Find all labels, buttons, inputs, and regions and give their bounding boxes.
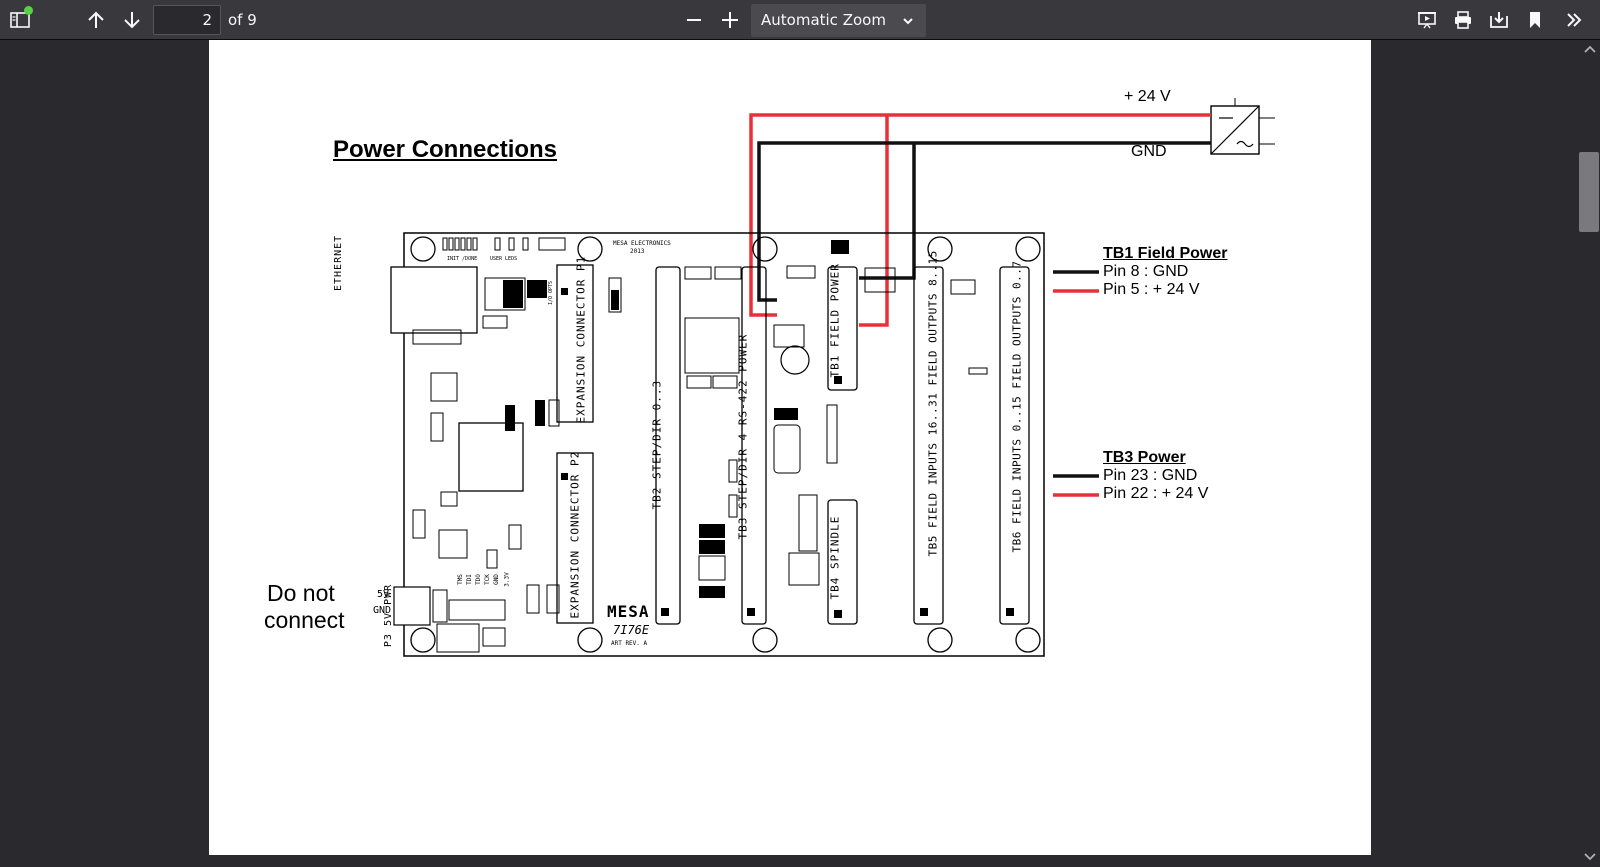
label-tb5: TB5 FIELD INPUTS 16..31 FIELD OUTPUTS 8.… <box>926 250 940 557</box>
arrow-up-icon <box>88 11 104 28</box>
scrollbar-thumb[interactable] <box>1579 152 1599 232</box>
label-p3-5v: 5V <box>377 589 390 600</box>
wire-ground-tb3 <box>757 141 1211 302</box>
supply-ground-label: GND <box>1131 143 1167 160</box>
double-chevron-right-icon <box>1567 13 1582 27</box>
tb3-pin-pos: Pin 22 : + 24 V <box>1103 485 1209 502</box>
label-art-rev: ART REV. A <box>611 640 648 647</box>
sidebar-toggle-button[interactable] <box>4 4 36 36</box>
power-supply-symbol <box>1210 98 1275 155</box>
chevron-down-icon <box>903 18 913 25</box>
label-maker: MESA ELECTRONICS <box>613 240 671 247</box>
previous-page-button[interactable] <box>80 4 112 36</box>
jtag-label: TDI <box>465 574 473 585</box>
jtag-label: GND <box>492 574 500 585</box>
jtag-label: 3.3V <box>503 572 511 587</box>
label-tb4: TB4 SPINDLE <box>828 515 842 600</box>
label-model: 7I76E <box>613 623 650 637</box>
tb1-heading: TB1 Field Power <box>1103 245 1228 262</box>
presentation-mode-button[interactable] <box>1411 4 1443 36</box>
pdf-viewer[interactable]: Power Connections <box>0 40 1600 867</box>
label-tb2: TB2 STEP/DIR 0..3 <box>650 379 664 510</box>
jtag-label: TDO <box>474 574 482 585</box>
label-user-leds: USER LEDS <box>490 256 518 262</box>
page-count-label: of 9 <box>228 11 257 29</box>
presentation-icon <box>1418 12 1436 29</box>
next-page-button[interactable] <box>116 4 148 36</box>
do-not-connect-line1: Do not <box>267 580 335 606</box>
notification-dot <box>24 6 33 15</box>
printer-icon <box>1455 11 1471 29</box>
supply-positive-label: + 24 V <box>1124 88 1171 105</box>
sidebar-toggle-icon <box>10 12 30 28</box>
do-not-connect-line2: connect <box>264 607 345 633</box>
tb3-pin-gnd: Pin 23 : GND <box>1103 467 1198 484</box>
zoom-out-button[interactable] <box>678 4 710 36</box>
plus-icon <box>722 12 738 28</box>
vertical-scrollbar[interactable] <box>1578 40 1600 867</box>
label-tb6: TB6 FIELD INPUTS 0..15 FIELD OUTPUTS 0..… <box>1010 260 1024 553</box>
label-year: 2013 <box>630 248 645 255</box>
zoom-in-button[interactable] <box>714 4 746 36</box>
label-tb3: TB3 STEP/DIR 4 RS-422 POWER <box>736 333 750 540</box>
minus-icon <box>687 19 701 21</box>
wire-positive-tb1 <box>859 115 889 327</box>
bookmark-icon <box>1530 12 1540 28</box>
label-expansion-p1: EXPANSION CONNECTOR P1 <box>574 255 588 424</box>
tb3-heading: TB3 Power <box>1103 449 1186 466</box>
wire-positive-tb3 <box>749 113 1211 317</box>
download-icon <box>1490 12 1508 28</box>
scroll-down-icon[interactable] <box>1583 852 1597 862</box>
pdf-toolbar: 2 of 9 Automatic Zoom <box>0 0 1600 40</box>
pdf-page: Power Connections <box>209 40 1371 855</box>
tb1-pin-gnd: Pin 8 : GND <box>1103 263 1189 280</box>
label-init-done: INIT /DONE <box>447 256 478 262</box>
jtag-labels: TMS TDI TDO TCK GND 3.3V <box>455 572 515 600</box>
jtag-label: TMS <box>456 574 464 585</box>
label-ethernet: ETHERNET <box>333 234 344 291</box>
label-io-opts: I/O OPTS <box>548 280 555 306</box>
bookmark-button[interactable] <box>1519 4 1551 36</box>
save-button[interactable] <box>1483 4 1515 36</box>
label-p3-gnd: GND <box>373 605 392 616</box>
zoom-value: Automatic Zoom <box>761 11 886 29</box>
zoom-select[interactable]: Automatic Zoom <box>751 4 926 37</box>
scroll-up-icon[interactable] <box>1583 44 1597 54</box>
label-logo: MESA <box>607 602 650 621</box>
arrow-down-icon <box>124 12 140 29</box>
mesa-7i76e-board <box>390 232 1045 657</box>
label-expansion-p2: EXPANSION CONNECTOR P2 <box>568 450 582 619</box>
jtag-label: TCK <box>483 574 491 585</box>
power-connection-diagram <box>390 98 1275 657</box>
tb1-pin-pos: Pin 5 : + 24 V <box>1103 281 1200 298</box>
label-tb1: TB1 FIELD POWER <box>828 263 842 378</box>
page-number-input[interactable]: 2 <box>153 5 221 35</box>
tools-menu-button[interactable] <box>1558 4 1590 36</box>
page-title: Power Connections <box>333 136 558 163</box>
print-button[interactable] <box>1447 4 1479 36</box>
